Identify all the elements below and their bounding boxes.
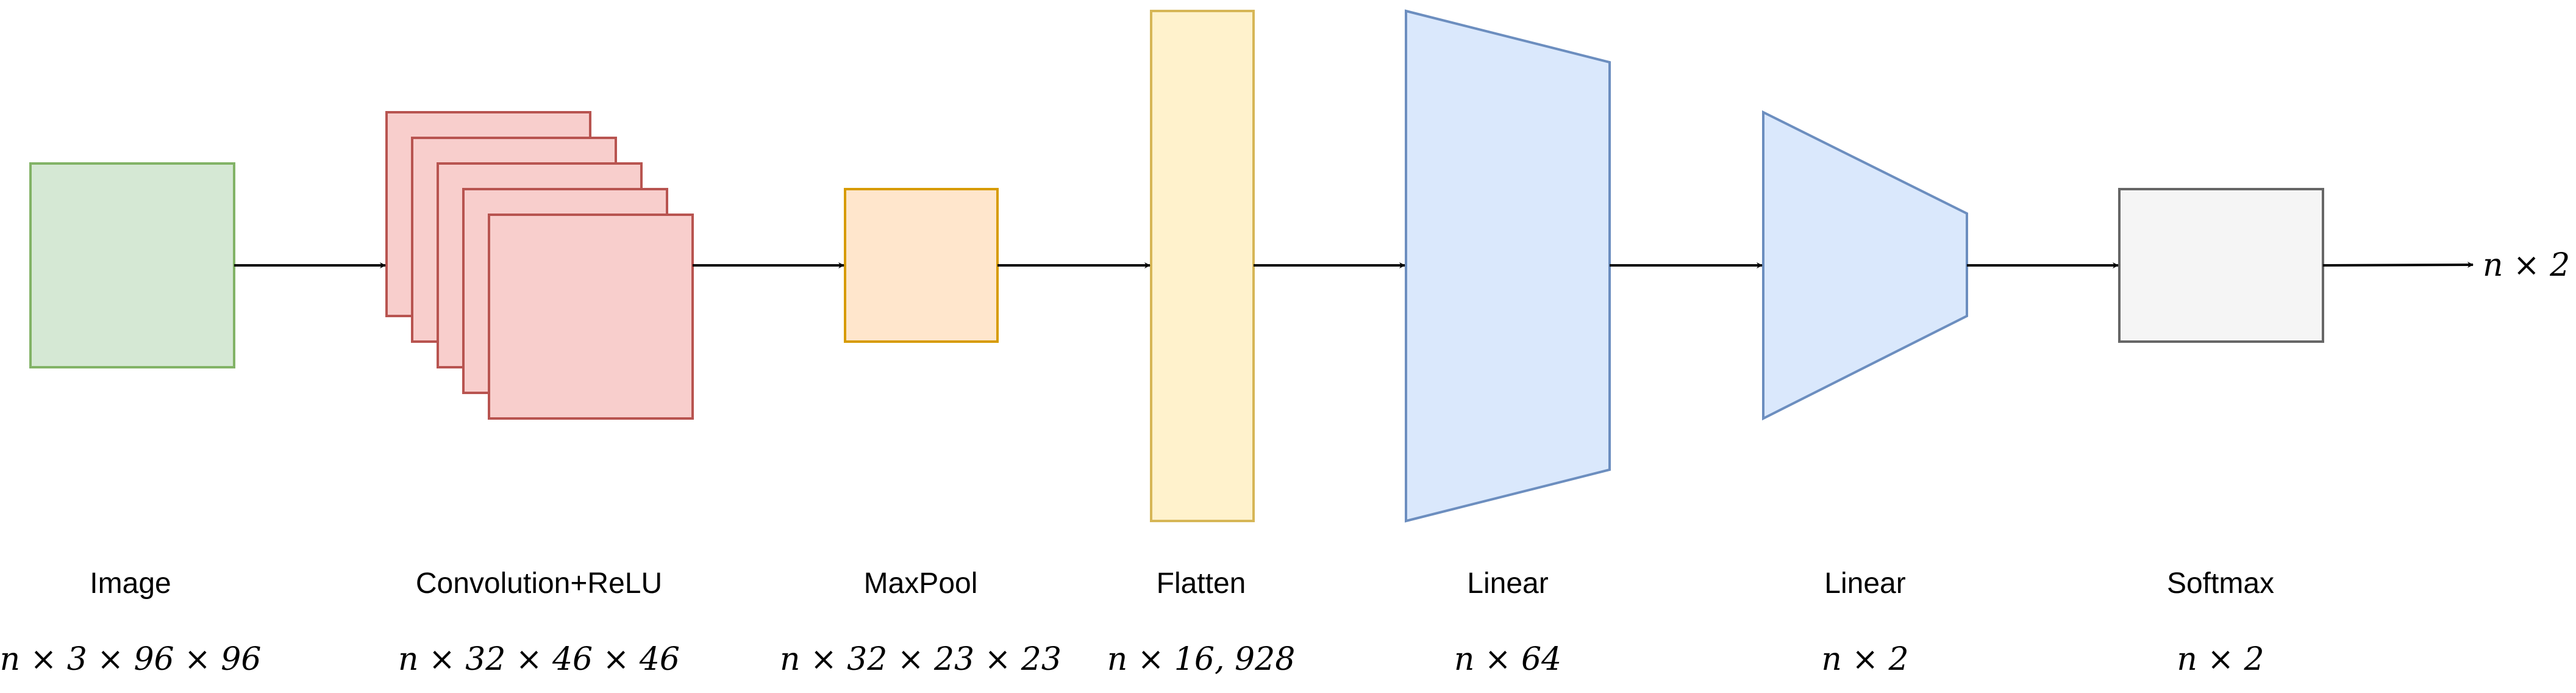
flatten-shape-label: n × 16, 928 bbox=[1107, 641, 1296, 678]
maxpool-block bbox=[844, 188, 999, 343]
flatten-label: Flatten bbox=[1157, 567, 1246, 600]
linear2-label: Linear bbox=[1824, 567, 1905, 600]
conv-label: Convolution+ReLU bbox=[416, 567, 662, 600]
output-shape-label: n × 2 bbox=[2483, 247, 2570, 284]
linear1-label: Linear bbox=[1467, 567, 1548, 600]
conv-feature-map bbox=[488, 214, 694, 420]
linear1-shape-label: n × 64 bbox=[1454, 641, 1561, 678]
image-label: Image bbox=[90, 567, 171, 600]
conv-relu-block bbox=[385, 111, 694, 420]
softmax-label: Softmax bbox=[2167, 567, 2274, 600]
softmax-block bbox=[2118, 188, 2324, 343]
maxpool-label: MaxPool bbox=[864, 567, 978, 600]
linear-64-block bbox=[1405, 9, 1611, 523]
linear-2-block bbox=[1762, 110, 1968, 421]
image-shape-label: n × 3 × 96 × 96 bbox=[0, 641, 261, 678]
flatten-block bbox=[1150, 10, 1255, 522]
softmax-shape-label: n × 2 bbox=[2177, 641, 2264, 678]
linear2-shape-label: n × 2 bbox=[1821, 641, 1908, 678]
conv-shape-label: n × 32 × 46 × 46 bbox=[398, 641, 680, 678]
image-block bbox=[29, 162, 235, 368]
maxpool-shape-label: n × 32 × 23 × 23 bbox=[780, 641, 1061, 678]
